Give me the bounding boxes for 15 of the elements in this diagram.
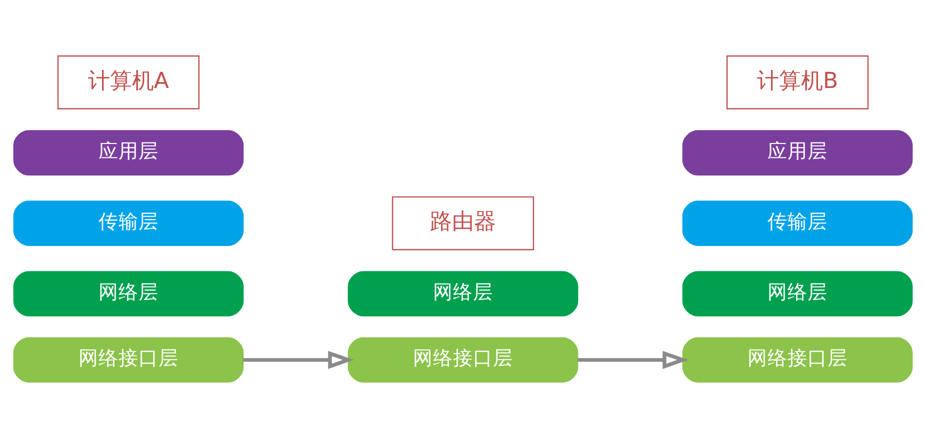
- node-box: 传输层: [682, 200, 912, 246]
- node-box: 应用层: [682, 130, 912, 175]
- node-box: 网络接口层: [347, 336, 578, 382]
- arrow: [242, 350, 354, 368]
- node-box: 网络层: [682, 270, 912, 316]
- arrow: [577, 350, 688, 368]
- node-box: 路由器: [391, 196, 534, 250]
- node-box: 网络层: [12, 270, 244, 316]
- node-box: 网络层: [347, 270, 578, 316]
- node-box: 计算机B: [726, 54, 868, 109]
- node-box: 网络接口层: [12, 336, 244, 382]
- node-box: 传输层: [12, 200, 244, 246]
- node-box: 网络接口层: [682, 336, 912, 382]
- node-box: 应用层: [12, 130, 244, 175]
- node-box: 计算机A: [56, 54, 200, 109]
